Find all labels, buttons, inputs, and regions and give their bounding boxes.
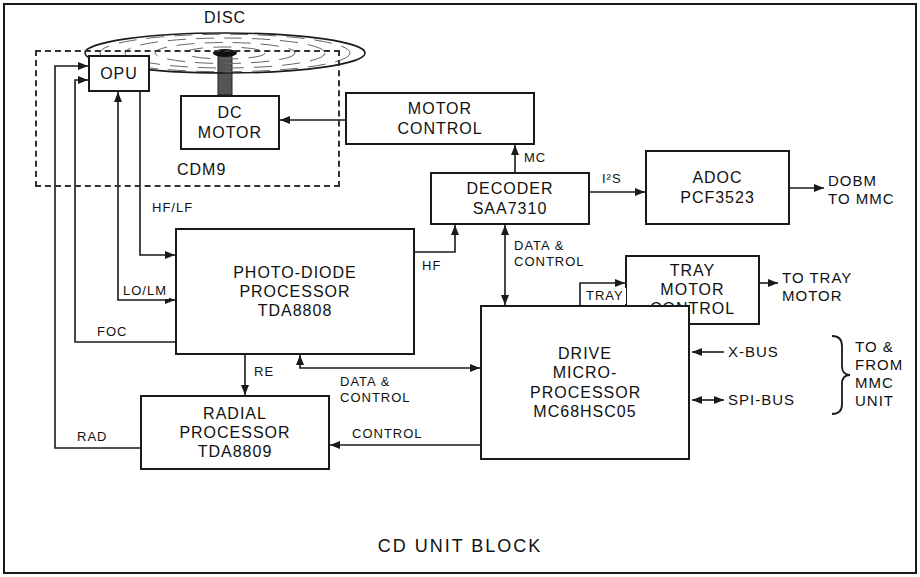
signal-connector: [580, 283, 625, 305]
signal-name: TRAY: [584, 288, 626, 304]
chip-box: DRIVE MICRO- PROCESSOR MC68HSC05: [480, 305, 690, 460]
signal-connector: [300, 355, 480, 368]
signal-connector: [415, 225, 455, 252]
block-label: OPU: [100, 64, 138, 83]
chip-box: RADIAL PROCESSOR TDA8809: [140, 395, 330, 470]
block-label: RADIAL PROCESSOR TDA8809: [175, 404, 295, 462]
bus-destination: TO & FROM MMC UNIT: [855, 338, 913, 410]
part-name: DISC: [125, 6, 325, 27]
disc-hatching: [185, 47, 265, 59]
bus-arrow: [692, 351, 724, 353]
signal-name: RAD: [75, 429, 109, 445]
block-label: DC MOTOR: [195, 103, 265, 141]
outer-frame: [4, 4, 916, 573]
signal-name: I²S: [600, 171, 624, 187]
signal-name: RE: [252, 364, 276, 380]
signal-connector: [55, 66, 140, 448]
optical-pickup-box: OPU: [88, 55, 150, 92]
signal-name: DATA & CONTROL: [338, 374, 432, 407]
block-label: DRIVE MICRO- PROCESSOR MC68HSC05: [530, 344, 640, 421]
signal-name: HF: [420, 258, 443, 274]
brace: [832, 336, 850, 414]
chip-box: DECODER SAA7310: [430, 172, 590, 225]
signal-connector: [330, 444, 480, 446]
motor-box: DC MOTOR: [180, 95, 280, 150]
signal-connector: [280, 119, 345, 121]
chip-box: PHOTO-DIODE PROCESSOR TDA8808: [175, 228, 415, 355]
signal-connector: [244, 355, 246, 395]
signal-connector: [504, 225, 506, 305]
block-label: PHOTO-DIODE PROCESSOR TDA8808: [220, 263, 370, 321]
signal-name: FOC: [95, 324, 129, 340]
block-label: ADOC PCF3523: [663, 168, 773, 206]
signal-name: LO/LM: [121, 283, 169, 299]
diagram-caption: CD UNIT BLOCK: [260, 536, 660, 557]
signal-connector: [514, 145, 516, 172]
signal-connector: [118, 92, 175, 300]
disc-hatching: [125, 38, 325, 68]
output-arrow: [790, 187, 824, 189]
module-name: CDM9: [177, 160, 226, 179]
block-label: MOTOR CONTROL: [390, 99, 490, 137]
signal-output: DOBM TO MMC: [828, 172, 898, 208]
spindle-shaft: [218, 55, 232, 95]
signal-connector: [140, 92, 175, 255]
disc-hatching: [155, 43, 295, 64]
mechanism-enclosure: CDM9 OPU DC MOTOR: [35, 50, 340, 187]
chip-box: ADOC PCF3523: [645, 150, 790, 225]
signal-name: DATA & CONTROL: [512, 238, 596, 271]
bus-name: X-BUS: [728, 343, 808, 361]
signal-name: CONTROL: [350, 426, 425, 442]
bus-name: SPI-BUS: [728, 391, 818, 409]
output-arrow: [760, 282, 778, 284]
signal-connector: [590, 191, 645, 193]
block-label: DECODER SAA7310: [455, 179, 565, 217]
signal-name: HF/LF: [150, 200, 195, 216]
process-box: MOTOR CONTROL: [345, 92, 535, 145]
signal-output: TO TRAY MOTOR: [782, 269, 864, 305]
signal-name: MC: [522, 150, 548, 166]
bus-arrow: [692, 399, 724, 401]
